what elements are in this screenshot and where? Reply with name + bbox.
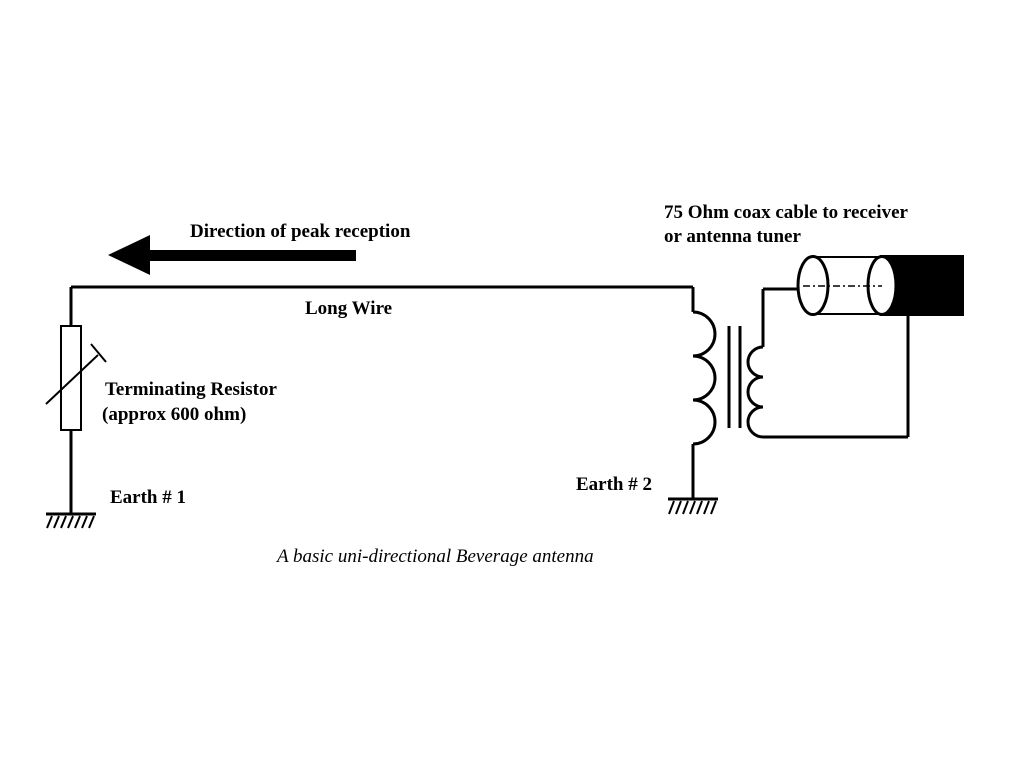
earth2-ground-symbol xyxy=(668,497,718,515)
resistor-label-line1: Terminating Resistor xyxy=(105,379,277,400)
transformer-core xyxy=(727,326,742,428)
direction-arrow xyxy=(108,235,356,275)
long-wire-label: Long Wire xyxy=(305,298,392,319)
earth2-label: Earth # 2 xyxy=(576,474,652,495)
transformer-secondary xyxy=(746,287,910,439)
coax-label-line1: 75 Ohm coax cable to receiver xyxy=(664,202,908,223)
earth1-ground-symbol xyxy=(46,512,96,529)
coax-label-line2: or antenna tuner xyxy=(664,226,801,247)
direction-label: Direction of peak reception xyxy=(190,221,411,242)
earth1-label: Earth # 1 xyxy=(110,487,186,508)
transformer-primary xyxy=(691,287,717,498)
terminating-resistor xyxy=(45,325,107,431)
resistor-label-line2: (approx 600 ohm) xyxy=(102,404,246,425)
diagram-caption: A basic uni-directional Beverage antenna xyxy=(275,546,594,567)
coax-cable xyxy=(796,255,964,316)
